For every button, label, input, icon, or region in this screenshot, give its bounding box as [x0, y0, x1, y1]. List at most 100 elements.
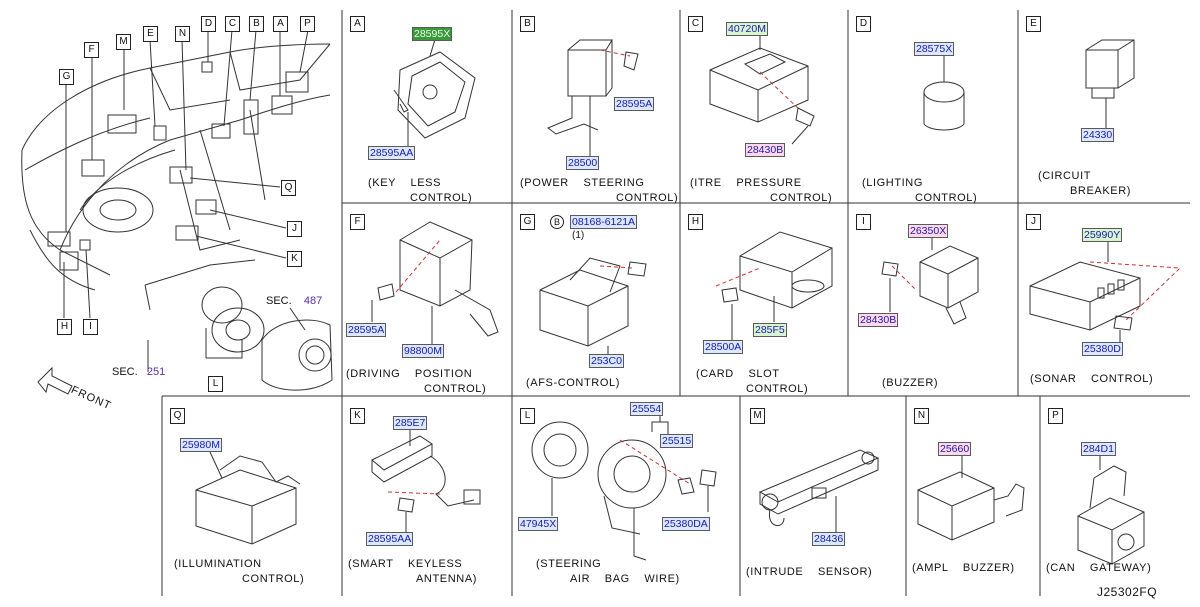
panel-m-caption: (INTRUDE SENSOR): [746, 566, 873, 578]
panel-k-caption-1: (SMART KEYLESS: [348, 558, 463, 570]
power-steering-control-drawing: [547, 39, 639, 158]
panel-letter-c: C: [688, 16, 703, 32]
part-number[interactable]: 25554: [630, 402, 664, 416]
part-number[interactable]: 25660: [938, 442, 972, 456]
illumination-control-drawing: [195, 451, 301, 545]
panel-letter-i: I: [856, 214, 871, 230]
tire-pressure-control-drawing: [709, 32, 815, 145]
panel-letter-p: P: [1048, 408, 1063, 424]
quantity-label: (1): [572, 230, 585, 241]
panel-q-caption-1: (ILLUMINATION: [174, 558, 262, 570]
part-number[interactable]: 285E7: [393, 416, 428, 430]
part-number[interactable]: 24330: [1081, 128, 1115, 142]
sec-number: 251: [146, 366, 166, 378]
sec-prefix: SEC.: [112, 366, 138, 378]
sonar-control-drawing: [1029, 242, 1182, 342]
callout-k: K: [287, 251, 302, 267]
panel-n-caption: (AMPL BUZZER): [912, 562, 1015, 574]
panel-h-caption-2: CONTROL): [746, 383, 809, 395]
panel-l-caption-2: AIR BAG WIRE): [570, 573, 680, 585]
panel-p-caption: (CAN GATEWAY): [1046, 562, 1152, 574]
panel-letter-j: J: [1026, 214, 1041, 230]
panel-c-caption-2: CONTROL): [770, 192, 833, 204]
part-number[interactable]: 25980M: [180, 438, 222, 452]
part-number[interactable]: 08168-6121A: [570, 215, 638, 229]
callout-c: C: [225, 16, 240, 32]
circuit-breaker-drawing: [1085, 39, 1135, 128]
panel-letter-k: K: [350, 408, 365, 424]
panel-letter-g: G: [520, 214, 535, 230]
part-number[interactable]: 98800M: [402, 344, 444, 358]
panel-e-caption-1: (CIRCUIT: [1038, 170, 1092, 182]
callout-n: N: [175, 26, 190, 42]
panel-q-caption-2: CONTROL): [242, 573, 305, 585]
panel-letter-q: Q: [170, 408, 185, 424]
callout-p: P: [300, 16, 315, 32]
panel-letter-h: H: [688, 214, 703, 230]
part-number[interactable]: 28430B: [745, 143, 786, 157]
panel-k-caption-2: ANTENNA): [416, 573, 478, 585]
afs-bolt-callout: B: [550, 215, 564, 229]
callout-g: G: [59, 69, 74, 85]
panel-letter-l: L: [520, 408, 535, 424]
panel-a-caption-1: (KEY LESS: [368, 177, 442, 189]
panel-h-caption-1: (CARD SLOT: [696, 368, 780, 380]
part-number[interactable]: 28436: [812, 532, 846, 546]
part-number[interactable]: 28595X: [412, 27, 453, 41]
sec-number: 487: [303, 295, 323, 307]
callout-j: J: [287, 221, 302, 237]
part-number[interactable]: 25380D: [1082, 342, 1123, 356]
ampl-buzzer-drawing: [917, 456, 1025, 541]
part-number[interactable]: 40720M: [726, 22, 768, 36]
part-number[interactable]: 47945X: [518, 517, 559, 531]
keyless-control-drawing: [393, 35, 476, 148]
panel-e-caption-2: BREAKER): [1070, 185, 1132, 197]
callout-e: E: [143, 26, 158, 42]
part-number[interactable]: 28595AA: [368, 146, 416, 160]
part-number[interactable]: 28595A: [614, 97, 655, 111]
intrude-sensor-drawing: [758, 449, 880, 532]
panel-b-caption-1: (POWER STEERING: [520, 177, 645, 189]
panel-a-caption-2: CONTROL): [410, 192, 473, 204]
part-number[interactable]: 26350X: [908, 224, 949, 238]
sec-prefix: SEC.: [266, 295, 292, 307]
panel-i-caption: (BUZZER): [882, 377, 939, 389]
sec-487-label: SEC. 487: [266, 295, 322, 308]
b-circle-icon: B: [550, 215, 564, 229]
panel-f-caption-1: (DRIVING POSITION: [346, 368, 473, 380]
callout-q: Q: [281, 180, 296, 196]
panel-g-caption: (AFS-CONTROL): [526, 377, 620, 389]
part-number[interactable]: 28575X: [914, 42, 955, 56]
panel-letter-b: B: [520, 16, 535, 32]
part-number[interactable]: 28500A: [703, 340, 744, 354]
part-number[interactable]: 25380DA: [662, 517, 710, 531]
part-number[interactable]: 25990Y: [1082, 228, 1123, 242]
panel-j-caption: (SONAR CONTROL): [1030, 373, 1154, 385]
smart-keyless-antenna-drawing: [371, 428, 481, 532]
callout-a: A: [273, 16, 288, 32]
part-number[interactable]: 253C0: [589, 354, 624, 368]
panel-d-caption-2: CONTROL): [915, 192, 978, 204]
part-number[interactable]: 285F5: [753, 323, 787, 337]
panel-letter-n: N: [914, 408, 929, 424]
panel-b-caption-2: CONTROL): [616, 192, 679, 204]
part-number[interactable]: 28430B: [858, 313, 899, 327]
panel-letter-f: F: [350, 214, 365, 230]
panel-f-caption-2: CONTROL): [424, 383, 487, 395]
callout-m: M: [116, 34, 131, 50]
panel-letter-a: A: [350, 16, 365, 32]
panel-c-caption-1: (ITRE PRESSURE: [690, 177, 802, 189]
card-slot-control-drawing: [715, 231, 833, 340]
part-number[interactable]: 284D1: [1081, 442, 1116, 456]
part-number[interactable]: 28595AA: [366, 532, 414, 546]
drawing-reference-code: J25302FQ: [1097, 585, 1158, 599]
callout-l: L: [208, 376, 223, 392]
part-number[interactable]: 25515: [660, 434, 694, 448]
steering-air-bag-wire-drawing: [531, 414, 717, 561]
callout-i: I: [83, 319, 98, 335]
part-number[interactable]: 28595A: [346, 323, 387, 337]
afs-control-drawing: [539, 257, 647, 356]
lighting-control-drawing: [923, 54, 965, 131]
can-gateway-drawing: [1077, 456, 1145, 565]
part-number[interactable]: 28500: [566, 156, 600, 170]
